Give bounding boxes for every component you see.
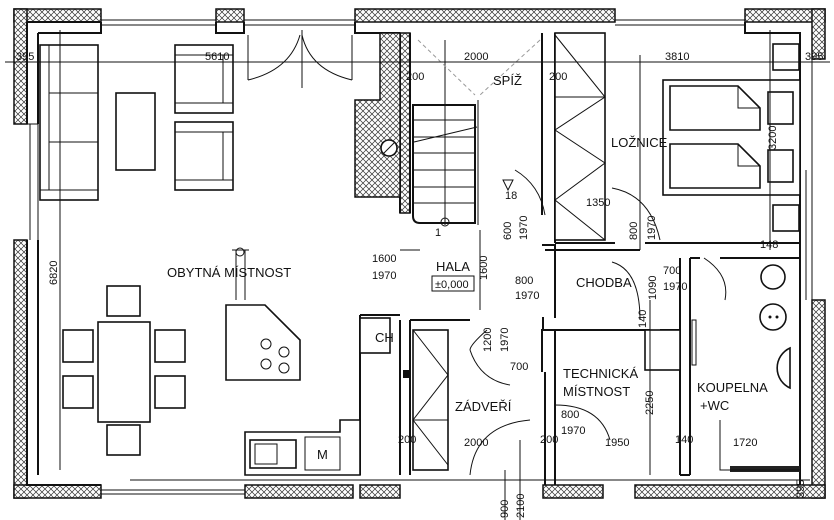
dim-label: 1970 <box>646 216 658 240</box>
dim-label: 1600 <box>478 256 490 280</box>
exterior-walls <box>13 8 826 499</box>
dim-label: 1720 <box>733 437 757 449</box>
dim-label: 5610 <box>205 51 229 63</box>
dim-label: 600 <box>502 222 514 240</box>
dim-label: 6820 <box>48 261 60 285</box>
dim-label: 3200 <box>767 126 779 150</box>
dim-label: 200 <box>549 71 567 83</box>
room-label-entry: ZÁDVEŘÍ <box>455 399 512 414</box>
dimension-lines <box>5 30 830 520</box>
doors <box>247 30 727 476</box>
dim-label: 148 <box>760 239 778 251</box>
dim-label: 1200 <box>482 328 494 352</box>
kitchen <box>244 317 449 476</box>
dim-label: 800 <box>515 275 533 287</box>
dim-label: 200 <box>540 434 558 446</box>
dimension-labels: 395 5610 200 2000 200 3810 395 6820 3200… <box>16 51 823 518</box>
room-label-corridor: CHODBA <box>576 275 632 290</box>
dim-label: 200 <box>406 71 424 83</box>
dim-label: 700 <box>663 265 681 277</box>
room-label-bedroom: LOŽNICE <box>611 135 668 150</box>
room-label-bathroom: KOUPELNA <box>697 380 768 395</box>
dim-label: 2000 <box>464 51 488 63</box>
dim-label: 1970 <box>561 425 585 437</box>
dim-label: 2250 <box>644 391 656 415</box>
dim-label: 1350 <box>586 197 610 209</box>
dim-label: 1970 <box>663 281 687 293</box>
dim-label: 1970 <box>499 328 511 352</box>
room-label-living: OBYTNÁ MÍSTNOST <box>167 265 291 280</box>
furniture-living <box>39 44 301 456</box>
level-mark: ±0,000 <box>435 279 469 291</box>
bathroom-fixtures <box>644 264 800 472</box>
dim-label: 395 <box>795 480 807 498</box>
dim-label: 3810 <box>665 51 689 63</box>
room-label-bathroom-2: +WC <box>700 398 729 413</box>
dim-label: 1970 <box>515 290 539 302</box>
dim-label: 1 <box>435 227 441 239</box>
room-label-hall: HALA <box>436 259 470 274</box>
dim-label: 140 <box>675 434 693 446</box>
dim-label: 395 <box>805 51 823 63</box>
room-labels: OBYTNÁ MÍSTNOST HALA ±0,000 SPÍŽ LOŽNICE… <box>167 73 768 462</box>
dim-label: 800 <box>561 409 579 421</box>
wardrobe <box>554 32 606 241</box>
staircase <box>412 39 541 227</box>
dim-label: 700 <box>510 361 528 373</box>
dim-label: 1970 <box>518 216 530 240</box>
boiler-label: CH <box>375 330 394 345</box>
room-label-technical-2: MÍSTNOST <box>563 384 630 399</box>
room-label-pantry: SPÍŽ <box>493 73 522 88</box>
dim-label: 2100 <box>515 494 527 518</box>
dim-label: 200 <box>398 434 416 446</box>
dim-label: 2000 <box>464 437 488 449</box>
dim-label: 140 <box>637 310 649 328</box>
room-label-technical: TECHNICKÁ <box>563 366 638 381</box>
beds <box>662 43 801 232</box>
dim-label: 1090 <box>647 276 659 300</box>
dim-label: 18 <box>505 190 517 202</box>
dim-label: 800 <box>628 222 640 240</box>
dim-label: 395 <box>16 51 34 63</box>
dim-label: 1970 <box>372 270 396 282</box>
fireplace <box>354 32 401 198</box>
dim-label: 1600 <box>372 253 396 265</box>
dim-label: 900 <box>499 500 511 518</box>
washer-label: M <box>317 447 328 462</box>
dim-label: 1950 <box>605 437 629 449</box>
